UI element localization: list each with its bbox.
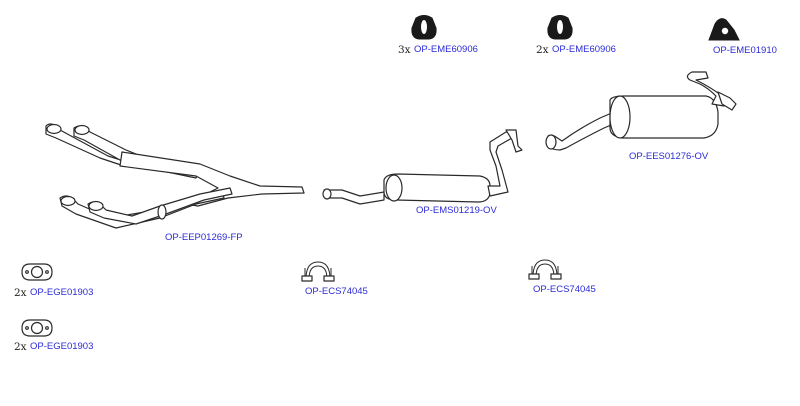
rubber-hanger-icon[interactable] [411,15,437,40]
part-link-rear-silencer[interactable]: OP-EES01276-OV [629,151,709,162]
clamp-icon[interactable] [528,259,562,280]
quantity-label: 2x [14,341,27,353]
part-link-clamp[interactable]: OP-ECS74045 [533,284,596,295]
part-link-hanger[interactable]: OP-EME60906 [414,44,478,55]
quantity-label: 2x [14,287,27,299]
front-pipe-icon[interactable] [45,123,305,229]
rear-silencer-icon[interactable] [545,71,737,151]
quantity-label: 3x [398,44,411,56]
gasket-icon[interactable] [21,263,53,281]
clamp-icon[interactable] [301,261,335,282]
part-link-clamp[interactable]: OP-ECS74045 [305,286,368,297]
gasket-icon[interactable] [21,319,53,337]
part-link-front-pipe[interactable]: OP-EEP01269-FP [165,232,243,243]
middle-silencer-icon[interactable] [322,129,523,205]
quantity-label: 2x [536,44,549,56]
part-link-middle-silencer[interactable]: OP-EMS01219-OV [416,205,497,216]
part-link-gasket[interactable]: OP-EGE01903 [30,341,94,352]
rubber-mount-icon[interactable] [708,18,740,41]
part-link-mount[interactable]: OP-EME01910 [713,45,777,56]
rubber-hanger-icon[interactable] [547,15,573,40]
part-link-hanger[interactable]: OP-EME60906 [552,44,616,55]
part-link-gasket[interactable]: OP-EGE01903 [30,287,94,298]
